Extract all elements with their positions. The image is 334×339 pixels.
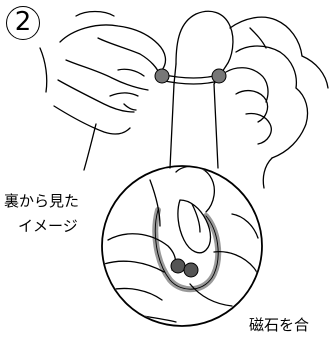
- left-hand-icon: [39, 10, 167, 171]
- step-number-badge: 2: [6, 6, 40, 40]
- magnet-bead-icon-left: [154, 68, 170, 84]
- magnet-bead-icon-b: [183, 262, 199, 278]
- magnet-bead-icon-a: [170, 258, 186, 274]
- right-hand-icon: [225, 16, 329, 189]
- step-number: 2: [14, 7, 32, 37]
- magnet-bead-icon-right: [211, 68, 227, 84]
- shaft-outline: [169, 10, 234, 169]
- caption-back-view-line1: 裏から見た: [4, 192, 80, 210]
- caption-magnet: 磁石を合: [249, 316, 310, 334]
- caption-back-view-line2: イメージ: [18, 217, 78, 235]
